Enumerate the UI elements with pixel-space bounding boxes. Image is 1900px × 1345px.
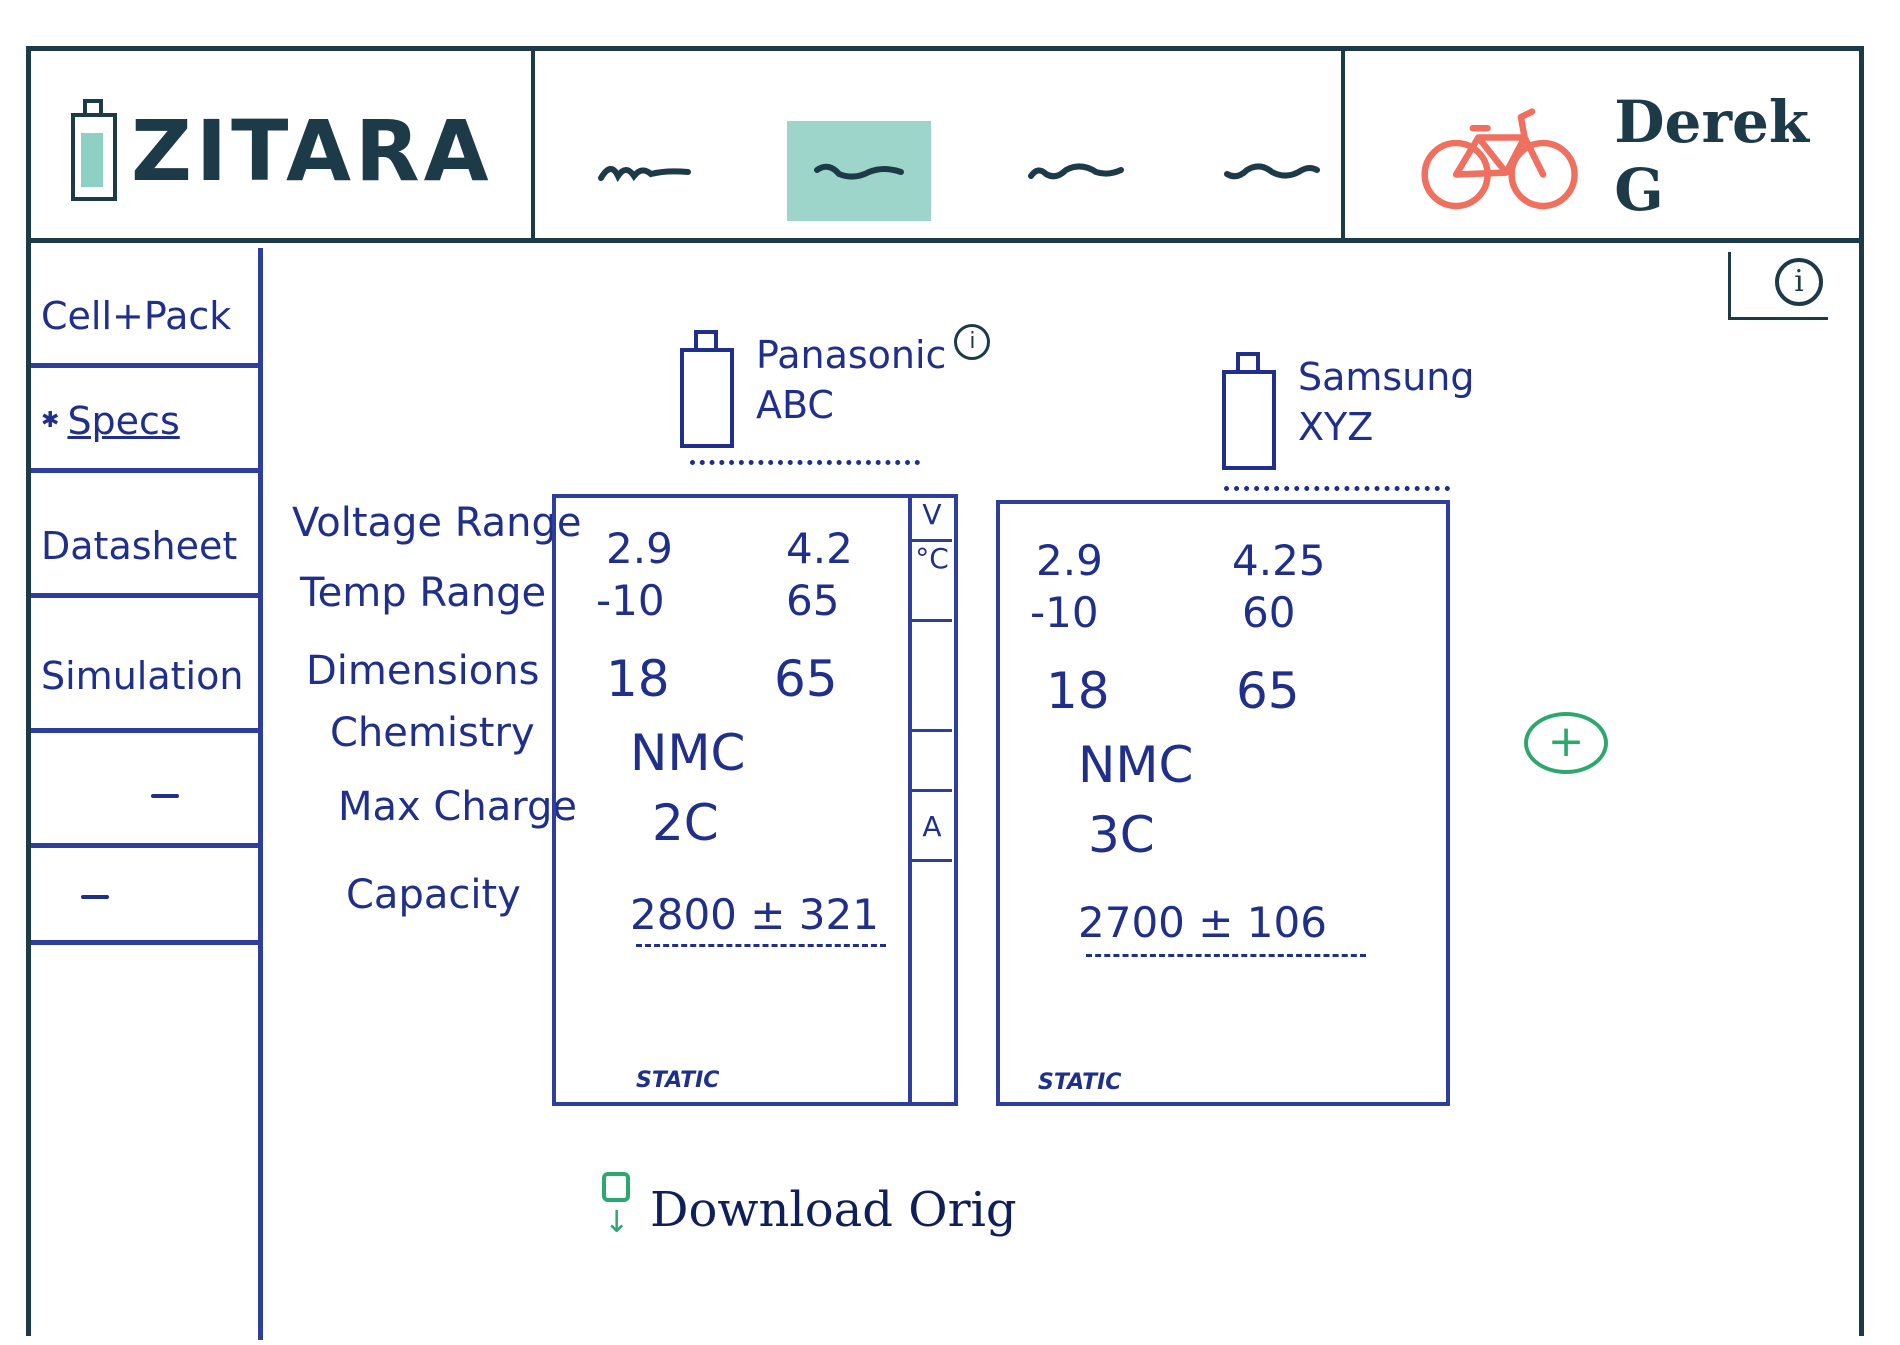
temp-max: 65 — [786, 576, 840, 625]
download-label: Download Orig — [650, 1182, 1017, 1238]
unit-cell: °C — [912, 542, 952, 622]
placeholder-squiggle-icon — [1224, 163, 1320, 180]
top-header: ZITARA Derek G — [31, 51, 1859, 243]
download-icon: ↓ — [600, 1170, 636, 1250]
download-original-button[interactable]: ↓ Download Orig — [600, 1170, 1017, 1250]
brand-name: ZITARA — [131, 102, 493, 200]
sidebar-item-cell-pack[interactable]: Cell+Pack — [31, 268, 263, 368]
cell-name: Panasonic ABC — [734, 330, 946, 430]
dotted-separator — [690, 460, 920, 465]
app-frame — [26, 46, 1864, 1336]
nav-item-4[interactable] — [1207, 121, 1337, 221]
cell-name: Samsung XYZ — [1276, 352, 1475, 452]
cell-name-line1: Samsung — [1298, 355, 1475, 399]
cell-spec-card-2: 2.9 4.25 -10 60 18 65 NMC 3C 2700 ± 106 … — [996, 500, 1450, 1106]
temp-min: -10 — [1030, 588, 1099, 637]
header-divider — [531, 51, 535, 243]
cell-name-line1: Panasonic — [756, 333, 947, 377]
chemistry-value: NMC — [1078, 736, 1194, 794]
chemistry-value: NMC — [630, 724, 746, 782]
info-corner — [1728, 252, 1828, 320]
sidebar-item-specs[interactable]: ✱ Specs — [31, 373, 263, 473]
battery-icon — [1222, 352, 1276, 472]
cell-spec-card-1: 2.9 4.2 -10 65 18 65 NMC 2C 2800 ± 321 S… — [552, 494, 958, 1106]
dim-a: 18 — [1046, 662, 1110, 720]
placeholder-dash-icon — [81, 894, 109, 899]
sidebar-item-label: Simulation — [41, 653, 244, 698]
unit-cell: V — [912, 498, 952, 542]
battery-icon — [680, 330, 734, 450]
capacity-value: 2700 ± 106 — [1078, 898, 1327, 947]
unit-cell: A — [912, 792, 952, 862]
user-menu[interactable]: Derek G — [1421, 88, 1859, 224]
sidebar-item-label: Cell+Pack — [41, 293, 232, 338]
sidebar-item-datasheet[interactable]: Datasheet — [31, 498, 263, 598]
dotted-separator — [1224, 486, 1450, 491]
temp-min: -10 — [596, 576, 665, 625]
sidebar-item-placeholder-1[interactable] — [31, 748, 263, 848]
sidebar-item-label: Specs — [67, 398, 180, 443]
cell-header-1[interactable]: Panasonic ABC i — [680, 324, 991, 450]
bicycle-avatar-icon — [1421, 108, 1578, 210]
dim-b: 65 — [774, 650, 838, 708]
top-nav — [591, 121, 1351, 231]
sidebar-item-simulation[interactable]: Simulation — [31, 623, 263, 733]
label-dimensions: Dimensions — [306, 648, 540, 694]
capacity-dashed-line — [636, 944, 886, 947]
capacity-dashed-line — [1086, 954, 1366, 957]
sidebar-item-placeholder-2[interactable] — [31, 853, 263, 945]
label-max-charge: Max Charge — [338, 784, 577, 830]
info-icon[interactable]: i — [1775, 258, 1823, 306]
placeholder-squiggle-icon — [814, 163, 904, 180]
voltage-max: 4.25 — [1232, 536, 1326, 585]
unit-cell — [912, 732, 952, 792]
voltage-min: 2.9 — [606, 524, 673, 573]
cell-name-line2: ABC — [756, 383, 834, 427]
voltage-min: 2.9 — [1036, 536, 1103, 585]
nav-item-2-active[interactable] — [787, 121, 931, 221]
label-chemistry: Chemistry — [330, 710, 535, 756]
dim-a: 18 — [606, 650, 670, 708]
active-marker-icon: ✱ — [41, 408, 60, 433]
cell-header-2[interactable]: Samsung XYZ — [1222, 352, 1519, 472]
label-capacity: Capacity — [346, 872, 521, 918]
label-temp-range: Temp Range — [300, 570, 547, 616]
user-name: Derek G — [1614, 88, 1810, 224]
add-cell-button[interactable]: + — [1524, 712, 1608, 774]
capacity-value: 2800 ± 321 — [630, 890, 879, 939]
brand-logo[interactable]: ZITARA — [71, 91, 493, 211]
sidebar-item-label: Datasheet — [41, 523, 238, 568]
header-divider — [1341, 51, 1345, 243]
label-voltage-range: Voltage Range — [292, 500, 582, 546]
static-tag: STATIC — [1038, 1070, 1122, 1095]
placeholder-squiggle-icon — [1028, 163, 1124, 180]
max-charge-value: 3C — [1088, 806, 1155, 864]
cell-name-line2: XYZ — [1298, 405, 1374, 449]
voltage-max: 4.2 — [786, 524, 853, 573]
sidebar: Cell+Pack ✱ Specs Datasheet Simulation — [31, 248, 263, 1340]
temp-max: 60 — [1242, 588, 1296, 637]
nav-item-3[interactable] — [1011, 121, 1141, 221]
unit-cell — [912, 622, 952, 732]
max-charge-value: 2C — [652, 794, 719, 852]
battery-logo-icon — [71, 99, 117, 203]
placeholder-dash-icon — [151, 793, 179, 798]
placeholder-squiggle-icon — [598, 166, 691, 183]
units-column: V °C A — [908, 498, 952, 1102]
cell-info-icon[interactable]: i — [954, 324, 991, 360]
static-tag: STATIC — [636, 1068, 720, 1093]
dim-b: 65 — [1236, 662, 1300, 720]
nav-item-1[interactable] — [591, 121, 701, 221]
